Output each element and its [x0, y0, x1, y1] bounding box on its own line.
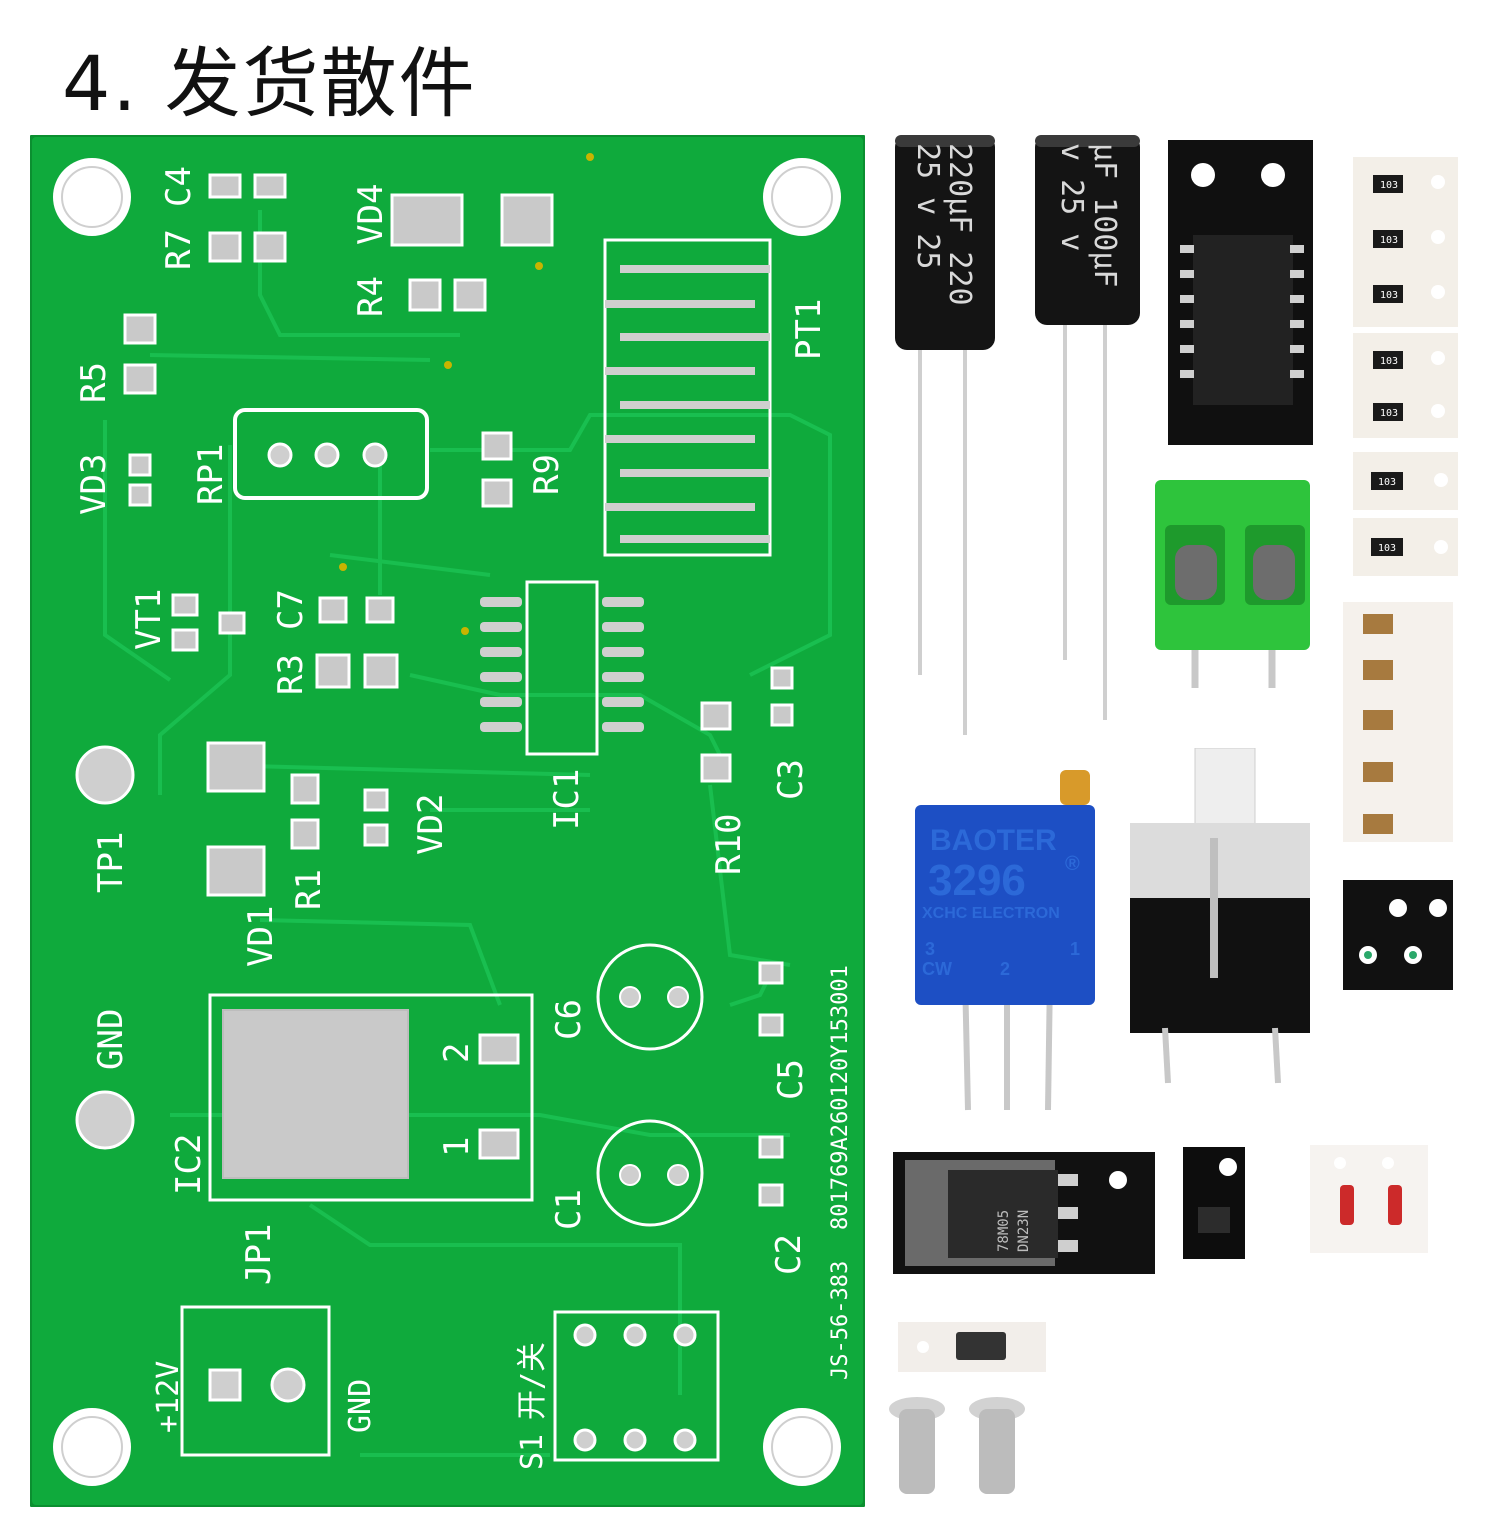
label-c4: C4 — [159, 166, 199, 207]
resistor-tape-b: 103 103 — [1353, 333, 1458, 438]
sot23-small-part — [1183, 1147, 1245, 1259]
label-vd1: VD1 — [241, 906, 281, 967]
label-ic1: IC1 — [547, 769, 587, 830]
label-c2: C2 — [769, 1234, 809, 1275]
pt1-footprint — [603, 238, 772, 557]
label-r1: R1 — [289, 869, 329, 910]
test-pins — [889, 1397, 1025, 1494]
cap220-line1: 220μF 220 — [942, 143, 977, 306]
label-c5: C5 — [771, 1059, 811, 1100]
glass-diodes-tape — [1310, 1145, 1428, 1253]
label-gnd-terminal: GND — [343, 1379, 378, 1433]
cap100-line2: v 25 v — [1054, 143, 1089, 251]
pot-registered: ® — [1065, 853, 1080, 875]
smd-pads — [123, 173, 794, 1207]
pot-pin2: 2 — [1000, 959, 1010, 979]
label-vd3: VD3 — [74, 454, 114, 515]
resistor-code-a: 103 — [1380, 180, 1398, 191]
resistor-code-e: 103 — [1380, 408, 1398, 419]
label-pt1: PT1 — [789, 299, 829, 360]
ic2-thermal-pad — [222, 1009, 409, 1179]
label-vd2: VD2 — [411, 794, 451, 855]
pt1-fingers — [605, 265, 770, 543]
smd-diode-tape — [898, 1322, 1046, 1372]
label-s1: S1 — [515, 1434, 550, 1470]
capacitor-100uf: μF 100μF v 25 v — [1035, 135, 1140, 720]
pot-model: 3296 — [928, 856, 1026, 905]
sot23-transistor — [1343, 880, 1453, 990]
label-gnd-left: GND — [91, 1009, 131, 1070]
ceramic-capacitor-tape — [1343, 602, 1453, 842]
label-model: JS-56-383 — [828, 1261, 853, 1380]
label-switch: 开/关 — [515, 1342, 550, 1420]
label-plus12v: +12V — [151, 1361, 186, 1433]
resistor-code-g: 103 — [1378, 543, 1396, 554]
soic-chip-tape — [1168, 140, 1313, 445]
cap220-line2: 25 v 25 — [910, 143, 945, 269]
pot-maker: XCHC ELECTRON — [922, 905, 1060, 922]
resistor-code-d: 103 — [1380, 356, 1398, 367]
label-ic2: IC2 — [169, 1134, 209, 1195]
resistor-tape-a: 103 103 103 — [1353, 157, 1458, 327]
label-vt1: VT1 — [129, 589, 169, 650]
trim-potentiometer: BAOTER 3296 ® XCHC ELECTRON 3 2 1 CW — [915, 770, 1095, 1111]
pcb-board: C4 R7 VD4 R4 R5 PT1 VD3 RP1 R9 VT1 C7 R3… — [30, 135, 865, 1507]
to252-regulator: 78M05 DN23N — [893, 1152, 1155, 1274]
label-rp1: RP1 — [191, 444, 231, 505]
label-c7: C7 — [271, 589, 311, 630]
mounting-holes — [53, 158, 841, 1486]
label-r4: R4 — [351, 276, 391, 317]
label-pin1: 1 — [437, 1137, 477, 1157]
push-switch — [1130, 748, 1310, 1084]
regulator-line1: 78M05 — [996, 1210, 1012, 1252]
label-jp1: JP1 — [239, 1224, 279, 1285]
label-r9: R9 — [527, 454, 567, 495]
label-pin2: 2 — [437, 1043, 477, 1063]
label-c3: C3 — [771, 759, 811, 800]
label-vd4: VD4 — [351, 184, 391, 245]
resistor-tape-c: 103 103 — [1353, 452, 1458, 576]
vias — [339, 153, 594, 635]
label-serial: 801769A260120Y153001 — [828, 965, 853, 1230]
pot-pin1: 1 — [1070, 939, 1080, 959]
label-tp1: TP1 — [91, 832, 131, 893]
label-c1: C1 — [549, 1189, 589, 1230]
pot-brand: BAOTER — [930, 824, 1057, 857]
regulator-line2: DN23N — [1016, 1210, 1032, 1252]
screw-terminal — [1155, 480, 1310, 688]
label-r7: R7 — [159, 229, 199, 270]
pot-pin3: 3 — [925, 939, 935, 959]
resistor-code-c: 103 — [1380, 290, 1398, 301]
label-r10: R10 — [709, 814, 749, 875]
cap100-line1: μF 100μF — [1087, 143, 1122, 288]
page-title: 4. 发货散件 — [62, 39, 477, 128]
label-c6: C6 — [549, 999, 589, 1040]
resistor-code-f: 103 — [1378, 477, 1396, 488]
label-r5: R5 — [74, 362, 114, 403]
pot-cw: CW — [922, 959, 952, 979]
resistor-code-b: 103 — [1380, 235, 1398, 246]
label-r3: R3 — [271, 654, 311, 695]
capacitor-220uf: 220μF 220 25 v 25 — [895, 135, 995, 735]
